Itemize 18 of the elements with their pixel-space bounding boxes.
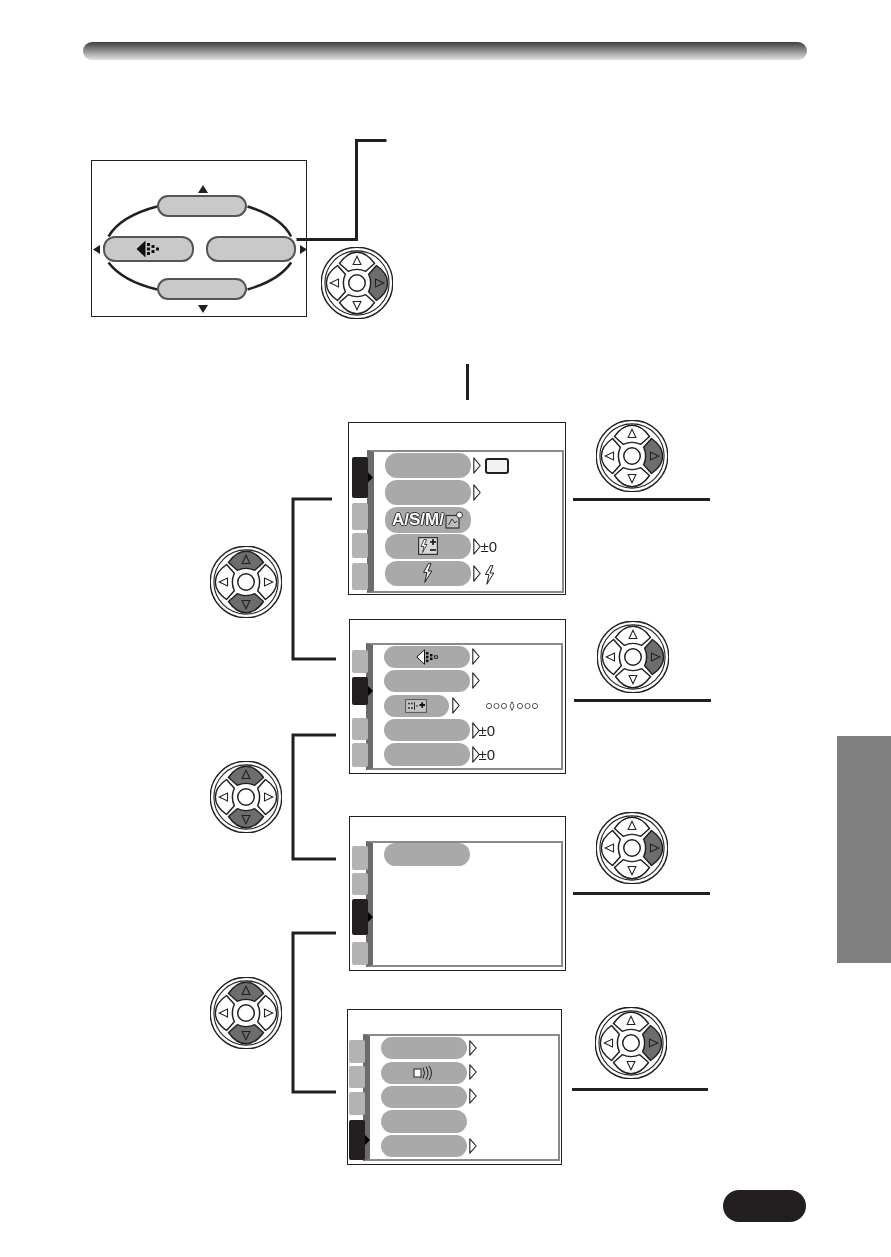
- menu-panel: [91, 160, 307, 317]
- section-tab: [837, 736, 891, 963]
- arc-line: [245, 204, 293, 238]
- menu-item: [156, 194, 247, 217]
- menu-screen: [348, 422, 566, 595]
- leader-line: [294, 138, 388, 241]
- menu-screen: [347, 1009, 562, 1165]
- page-tab: [723, 1190, 806, 1222]
- menu-item: [102, 235, 194, 262]
- value-label: ±0: [478, 721, 496, 739]
- value-label: ±0: [480, 537, 498, 555]
- mode-label: A/S/M/: [392, 510, 444, 529]
- value-label: ±0: [478, 745, 496, 763]
- arc-line: [245, 260, 293, 291]
- menu-item: [205, 235, 296, 262]
- menu-item: [156, 277, 247, 300]
- menu-screen: [349, 816, 566, 971]
- menu-screen: [349, 619, 566, 774]
